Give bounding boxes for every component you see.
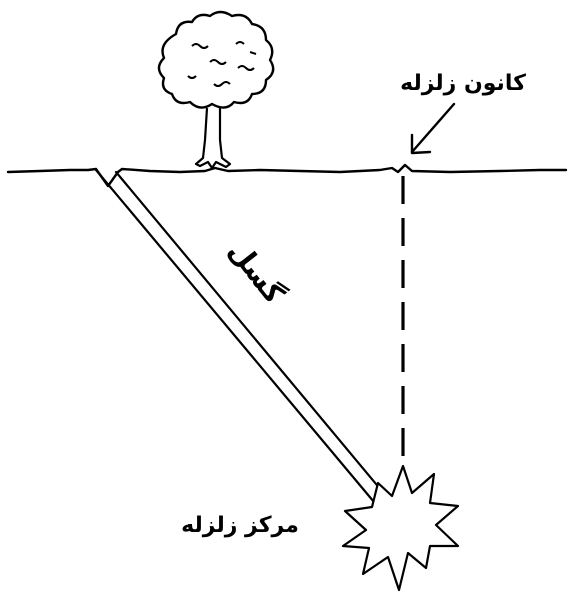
tree-icon: [157, 10, 275, 170]
epicenter-label: کانون زلزله: [400, 71, 526, 96]
fault-label: گسل: [222, 234, 291, 310]
hypocenter-label: مرکز زلزله: [181, 513, 299, 538]
ground-line: [6, 163, 568, 188]
burst-icon: [341, 464, 460, 592]
fault-plane: [94, 168, 388, 504]
arrow-icon: [410, 102, 456, 155]
